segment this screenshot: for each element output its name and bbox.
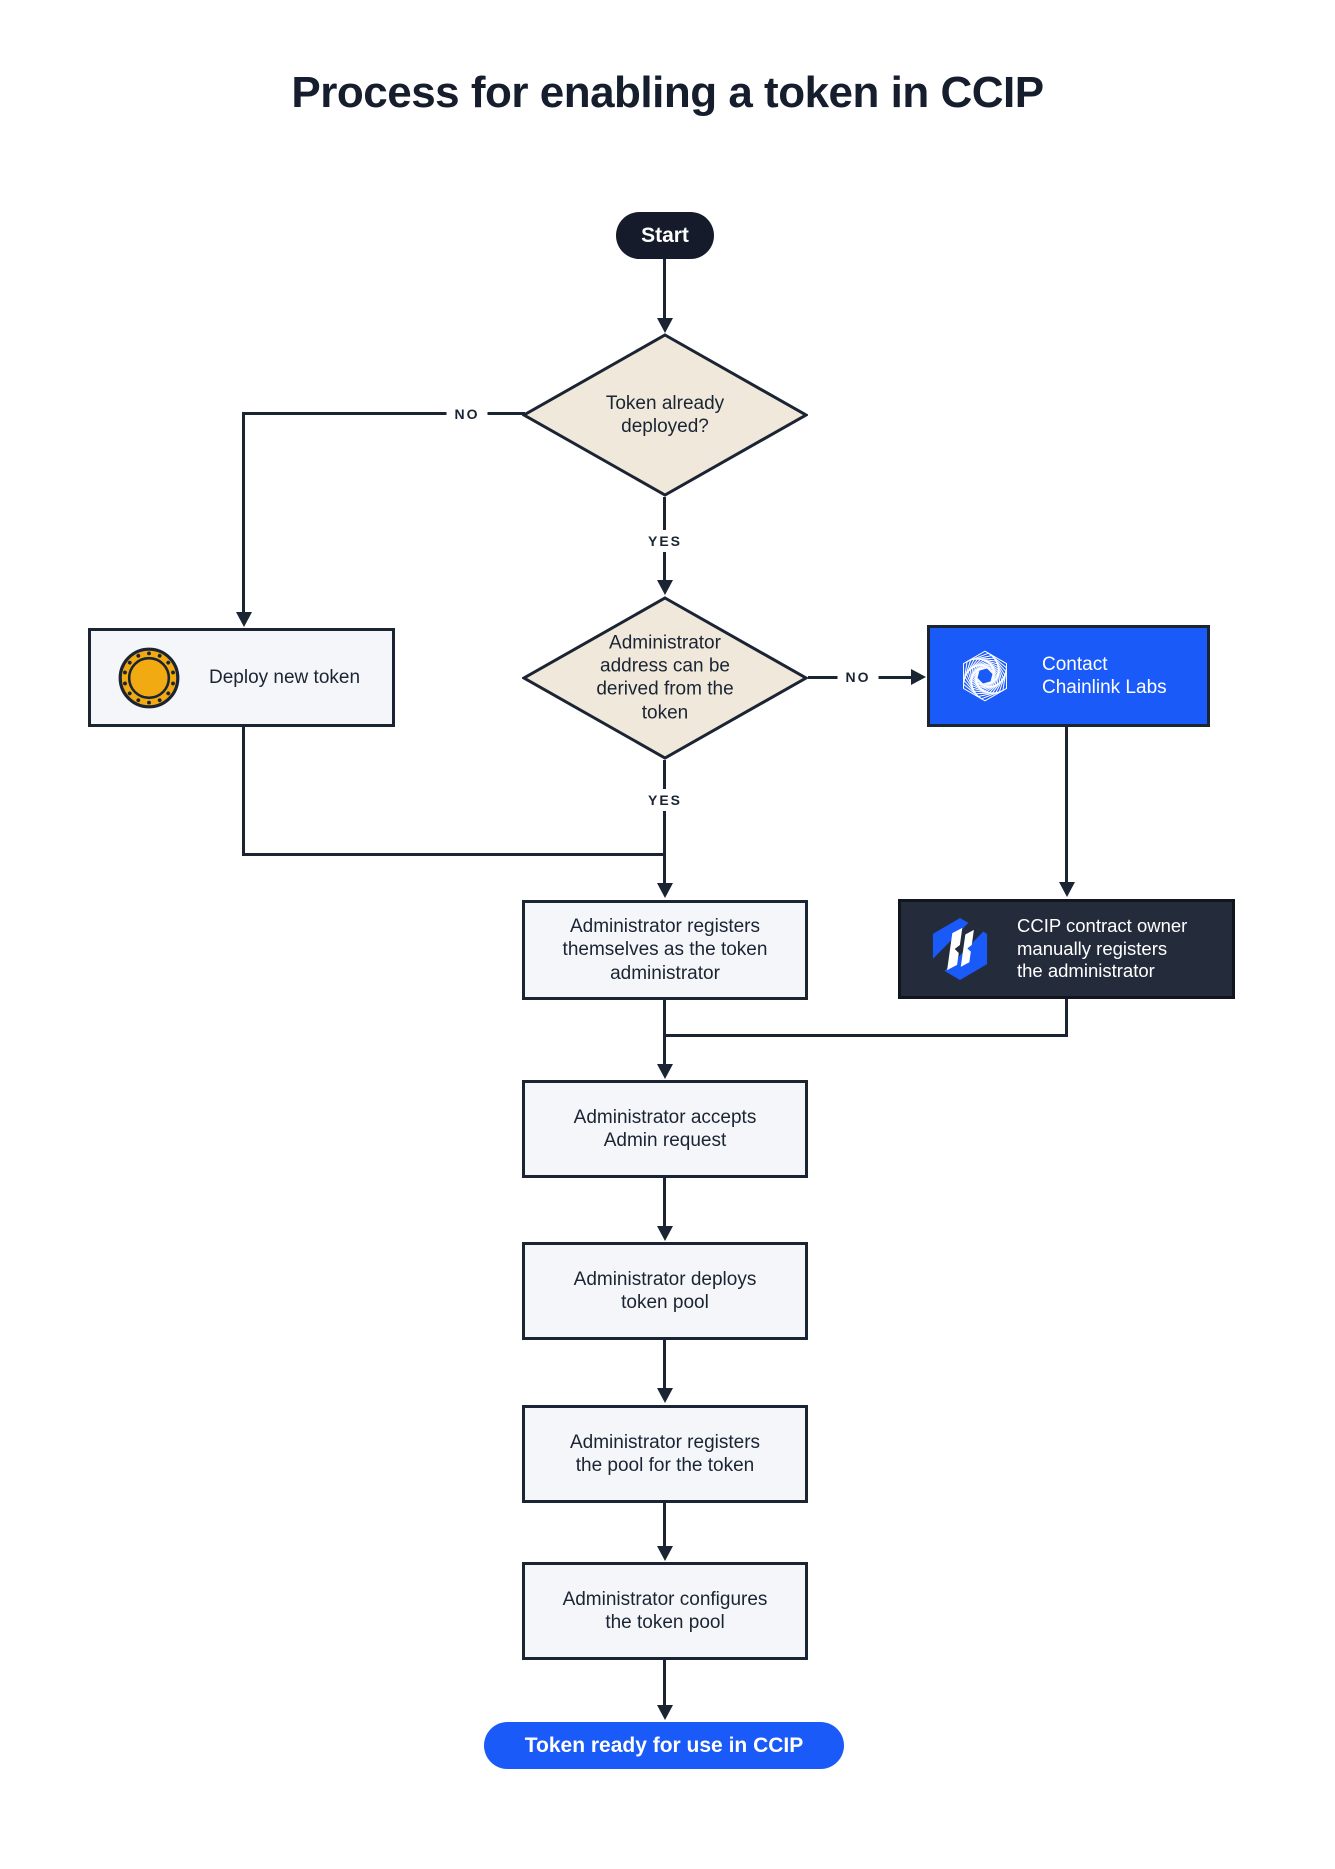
admin-registers-self-node: Administrator registers themselves as th… (522, 900, 808, 1000)
start-node: Start (616, 212, 714, 259)
decision-admin-address-derivable: Administrator address can be derived fro… (522, 596, 808, 760)
admin-registers-self-label: Administrator registers themselves as th… (562, 916, 768, 984)
connector-accepts-down (663, 1178, 666, 1226)
deploy-new-token-label: Deploy new token (209, 666, 361, 688)
admin-registers-pool-label: Administrator registers the pool for the… (569, 1431, 761, 1476)
arrowhead-into-decision2 (657, 580, 673, 595)
connector-no-branch (243, 412, 525, 415)
contact-chainlink-labs-label: Contact Chainlink Labs (1042, 653, 1167, 698)
arrowhead-into-accepts (657, 1064, 673, 1079)
deploy-new-token-node: Deploy new token (88, 628, 395, 727)
admin-deploys-pool-node: Administrator deploys token pool (522, 1242, 808, 1340)
start-label: Start (641, 223, 689, 247)
connector-registers-pool-down (663, 1503, 666, 1546)
connector-deploy-merge (242, 853, 665, 856)
admin-accepts-request-node: Administrator accepts Admin request (522, 1080, 808, 1178)
admin-deploys-pool-label: Administrator deploys token pool (573, 1268, 757, 1313)
ccip-owner-registers-node: CCIP contract owner manually registers t… (898, 899, 1235, 999)
arrowhead-into-deploy-token (236, 612, 252, 627)
ccip-logo-icon (932, 917, 988, 981)
connector-ccip-owner-down (1065, 999, 1068, 1037)
chainlink-labs-logo-icon (960, 649, 1010, 703)
connector-configures-down (663, 1660, 666, 1705)
connector-register-self-down (663, 1000, 666, 1064)
token-ready-node: Token ready for use in CCIP (484, 1722, 844, 1769)
arrowhead-into-registers-pool (657, 1388, 673, 1403)
connector-no-branch-down (242, 412, 245, 612)
connector-deploys-down (663, 1340, 666, 1388)
edge-label-yes-1: YES (639, 530, 691, 552)
arrowhead-into-token-ready (657, 1705, 673, 1720)
admin-configures-pool-node: Administrator configures the token pool (522, 1562, 808, 1660)
admin-registers-pool-node: Administrator registers the pool for the… (522, 1405, 808, 1503)
arrowhead-into-ccip-owner (1059, 882, 1075, 897)
arrowhead-into-decision1 (657, 318, 673, 333)
token-ready-label: Token ready for use in CCIP (524, 1733, 804, 1757)
arrowhead-into-register-self (657, 883, 673, 898)
diamond-shape (522, 596, 808, 760)
edge-label-no-1: NO (446, 403, 488, 425)
connector-yes-2 (663, 760, 666, 884)
arrowhead-into-deploys-pool (657, 1226, 673, 1241)
contact-chainlink-labs-node: Contact Chainlink Labs (927, 625, 1210, 727)
decision2-label: Administrator address can be derived fro… (596, 632, 734, 724)
connector-start-to-decision1 (663, 259, 666, 319)
arrowhead-into-configures-pool (657, 1546, 673, 1561)
connector-deploy-down (242, 727, 245, 856)
connector-contact-down (1065, 727, 1068, 883)
decision-token-already-deployed: Token already deployed? (522, 333, 808, 497)
arrowhead-into-contact (911, 669, 926, 685)
admin-accepts-request-label: Administrator accepts Admin request (573, 1106, 757, 1151)
gold-coin-icon (118, 647, 180, 708)
edge-label-yes-2: YES (639, 789, 691, 811)
decision1-label: Token already deployed? (605, 392, 725, 437)
admin-configures-pool-label: Administrator configures the token pool (562, 1588, 768, 1633)
edge-label-no-2: NO (837, 666, 879, 688)
ccip-owner-registers-label: CCIP contract owner manually registers t… (1017, 915, 1188, 982)
page-title: Process for enabling a token in CCIP (291, 68, 1044, 117)
connector-ccip-owner-merge (663, 1034, 1068, 1037)
diamond-shape (522, 333, 808, 497)
